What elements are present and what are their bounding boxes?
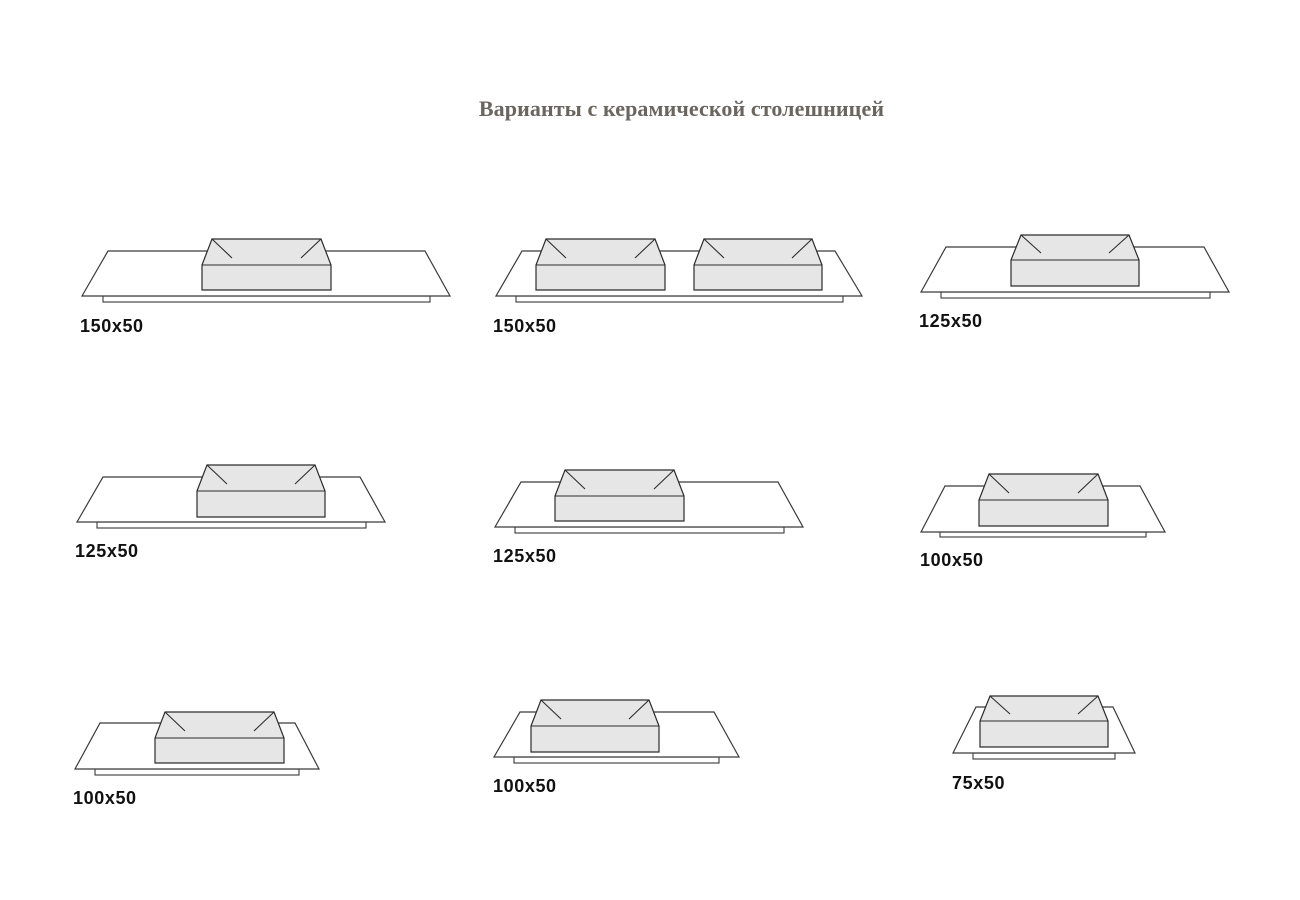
size-label: 125x50 <box>919 311 983 331</box>
page-title: Варианты с керамической столешницей <box>478 96 885 121</box>
countertop-ledge <box>513 756 720 764</box>
basin-corner-line <box>1077 695 1099 715</box>
countertop-ledge <box>96 521 367 529</box>
basin <box>979 695 1109 748</box>
basin <box>1010 234 1140 287</box>
countertop-ledge <box>940 291 1211 299</box>
basin <box>154 711 285 764</box>
vanity-variant: 100x50 <box>73 711 320 808</box>
basin <box>201 238 332 291</box>
countertop-ledge <box>939 531 1147 538</box>
size-label: 75x50 <box>952 773 1005 793</box>
size-label: 100x50 <box>920 550 984 570</box>
basin-corner-line <box>1020 234 1042 254</box>
basin-corner-line <box>545 238 567 259</box>
basin-corner-line <box>540 699 562 720</box>
countertop-ledge <box>94 768 300 776</box>
basin <box>530 699 660 753</box>
basin-corner-line <box>791 238 813 259</box>
basin-corner-line <box>703 238 725 259</box>
size-label: 125x50 <box>493 546 557 566</box>
basin-corner-line <box>211 238 233 259</box>
vanity-variant: 100x50 <box>920 473 1167 570</box>
countertop-ledge <box>102 295 431 303</box>
countertop-ledge <box>972 752 1116 760</box>
basin-corner-line <box>653 469 675 490</box>
basin-corner-line <box>300 238 322 259</box>
size-label: 125x50 <box>75 541 139 561</box>
basin-corner-line <box>294 464 316 485</box>
countertop-ledge <box>515 295 844 303</box>
basin-corner-line <box>988 473 1010 494</box>
basin-corner-line <box>253 711 275 732</box>
size-label: 150x50 <box>80 316 144 336</box>
basin <box>196 464 326 518</box>
basin-corner-line <box>634 238 656 259</box>
vanity-variant: 125x50 <box>919 234 1231 331</box>
vanity-variant: 125x50 <box>493 469 805 566</box>
basin-corner-line <box>628 699 650 720</box>
basin-corner-line <box>989 695 1011 715</box>
basin-corner-line <box>206 464 228 485</box>
vanity-variant: 100x50 <box>492 699 741 796</box>
basin <box>535 238 666 291</box>
vanity-variant: 150x50 <box>80 238 452 336</box>
basin-corner-line <box>1077 473 1099 494</box>
size-label: 150x50 <box>493 316 557 336</box>
basin <box>554 469 685 522</box>
size-label: 100x50 <box>493 776 557 796</box>
vanity-variant: 125x50 <box>75 464 387 561</box>
vanity-variant: 150x50 <box>493 238 864 336</box>
basin-corner-line <box>564 469 586 490</box>
basin <box>978 473 1109 527</box>
basin <box>693 238 823 291</box>
size-label: 100x50 <box>73 788 137 808</box>
vanity-variant: 75x50 <box>952 695 1136 793</box>
basin-corner-line <box>1108 234 1130 254</box>
countertop-ledge <box>514 526 785 534</box>
basin-corner-line <box>164 711 186 732</box>
